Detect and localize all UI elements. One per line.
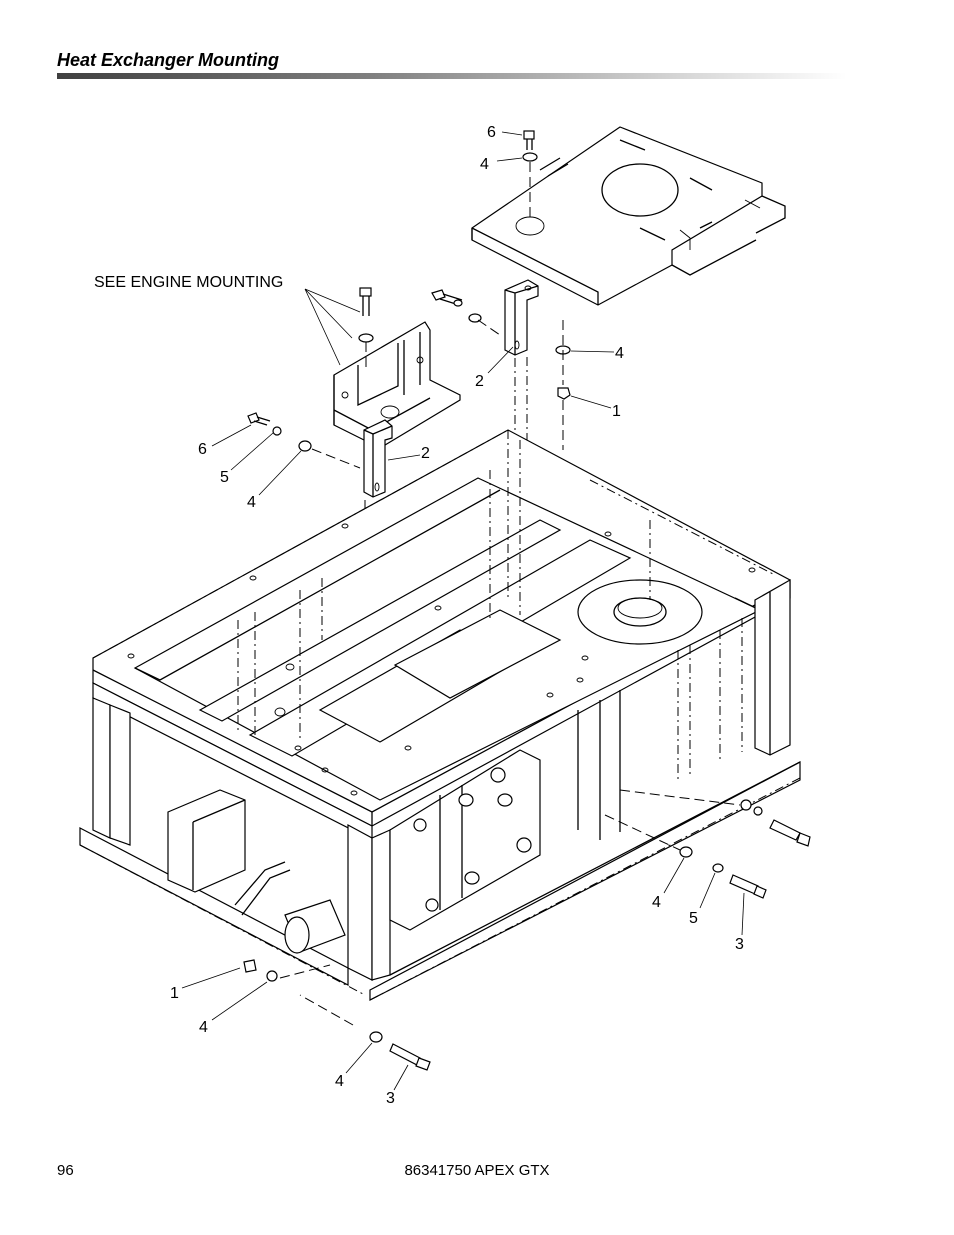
title-rule bbox=[57, 73, 847, 79]
top-mounting-plate bbox=[471, 126, 786, 306]
callout-left-bracket: 2 bbox=[421, 445, 430, 462]
callout-left-lockwasher: 5 bbox=[220, 469, 229, 486]
main-frame bbox=[79, 429, 801, 1001]
callout-leaders bbox=[181, 131, 745, 1091]
page-number: 96 bbox=[57, 1162, 74, 1179]
callout-top-bolt: 6 bbox=[487, 124, 496, 141]
engine-mount-bracket bbox=[333, 287, 461, 449]
callout-right-bracket: 2 bbox=[475, 373, 484, 390]
callout-bottom-washer: 4 bbox=[335, 1073, 344, 1090]
callout-left-bolt: 6 bbox=[198, 441, 207, 458]
right-bracket bbox=[504, 279, 571, 620]
top-bolt bbox=[522, 130, 538, 220]
callout-br-lockwasher: 5 bbox=[689, 910, 698, 927]
left-bolt-set bbox=[247, 412, 361, 469]
callout-bottom-bolt: 3 bbox=[386, 1090, 395, 1107]
callout-br-washer: 4 bbox=[652, 894, 661, 911]
page-title: Heat Exchanger Mounting bbox=[57, 50, 280, 70]
callout-right-nut: 1 bbox=[612, 403, 621, 420]
middle-bolt bbox=[431, 289, 501, 336]
callout-br-bolt: 3 bbox=[735, 936, 744, 953]
bottom-left-hardware bbox=[243, 959, 431, 1071]
bottom-right-hardware bbox=[604, 789, 811, 899]
callout-right-washer: 4 bbox=[615, 345, 624, 362]
callout-bl-washer: 4 bbox=[199, 1019, 208, 1036]
document-id: 86341750 APEX GTX bbox=[404, 1162, 550, 1179]
callout-left-washer: 4 bbox=[247, 494, 256, 511]
callout-bl-nut: 1 bbox=[170, 985, 179, 1002]
callout-top-washer: 4 bbox=[480, 156, 489, 173]
see-engine-mounting-note: SEE ENGINE MOUNTING bbox=[94, 274, 283, 291]
